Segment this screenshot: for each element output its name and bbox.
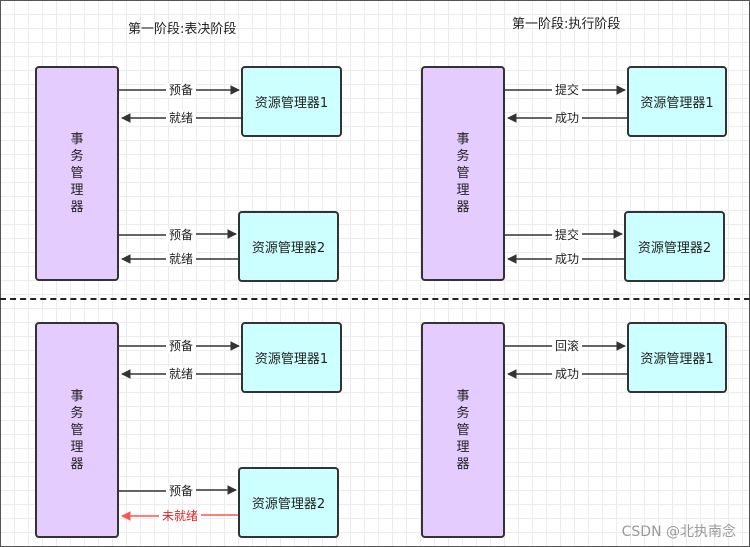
label-commit: 提交 [551,228,583,242]
transaction-manager-label: 事务管理器 [456,132,470,215]
label-commit: 提交 [551,83,583,97]
label-success: 成功 [551,367,583,381]
label-prepare: 预备 [165,339,197,353]
label-success: 成功 [551,111,583,125]
label-prepare: 预备 [165,484,197,498]
label-prepare: 预备 [165,228,197,242]
label-success: 成功 [551,252,583,266]
resource-manager-1-top-right[interactable]: 资源管理器1 [627,66,727,137]
transaction-manager-label: 事务管理器 [70,388,84,472]
label-ready: 就绪 [165,252,197,266]
resource-manager-2-bottom-left[interactable]: 资源管理器2 [238,467,339,538]
transaction-manager-top-right[interactable]: 事务管理器 [421,66,505,281]
resource-manager-1-top-left[interactable]: 资源管理器1 [241,66,342,137]
label-not-ready: 未就绪 [158,509,202,523]
transaction-manager-top-left[interactable]: 事务管理器 [35,66,119,281]
section-divider [0,298,750,300]
title-prepare-phase: 第一阶段:表决阶段 [128,22,237,37]
resource-manager-1-bottom-left[interactable]: 资源管理器1 [241,322,342,393]
watermark: CSDN @北执南念 [621,524,736,540]
resource-manager-1-bottom-right[interactable]: 资源管理器1 [627,322,727,393]
label-ready: 就绪 [165,367,197,381]
resource-manager-2-top-right[interactable]: 资源管理器2 [624,211,725,282]
transaction-manager-bottom-left[interactable]: 事务管理器 [35,322,119,538]
resource-manager-2-top-left[interactable]: 资源管理器2 [238,211,339,282]
label-rollback: 回滚 [551,339,583,353]
title-execute-phase: 第一阶段:执行阶段 [512,17,621,32]
label-prepare: 预备 [165,83,197,97]
transaction-manager-bottom-right[interactable]: 事务管理器 [421,322,505,538]
label-ready: 就绪 [165,111,197,125]
transaction-manager-label: 事务管理器 [456,388,470,472]
transaction-manager-label: 事务管理器 [70,132,84,215]
